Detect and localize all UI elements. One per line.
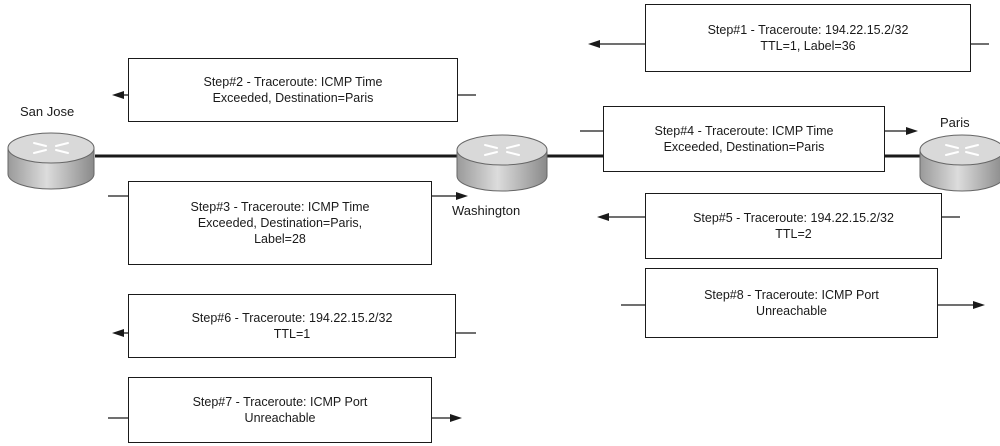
step1-box: Step#1 - Traceroute: 194.22.15.2/32 TTL=… <box>645 4 971 72</box>
router-label-san-jose: San Jose <box>20 104 75 119</box>
router-paris-icon <box>919 134 1000 192</box>
step8-line2: Unreachable <box>756 304 827 318</box>
step5-arrow <box>597 213 960 221</box>
step1-arrow <box>588 40 989 48</box>
step2-line2: Exceeded, Destination=Paris <box>212 91 374 105</box>
step2-arrow <box>112 91 476 99</box>
router-label-washington: Washington <box>452 203 521 218</box>
step2-line1: Step#2 - Traceroute: ICMP Time <box>203 75 383 89</box>
step4-arrow <box>580 127 918 135</box>
step1-line2: TTL=1, Label=36 <box>760 39 856 53</box>
step3-line2: Exceeded, Destination=Paris, <box>197 216 363 230</box>
step5-line2: TTL=2 <box>775 227 812 241</box>
router-san-jose-icon <box>7 132 95 190</box>
step5-line1: Step#5 - Traceroute: 194.22.15.2/32 <box>693 211 894 225</box>
step3-line3: Label=28 <box>254 232 306 246</box>
step8-box: Step#8 - Traceroute: ICMP Port Unreachab… <box>645 268 938 338</box>
step6-line2: TTL=1 <box>273 327 311 341</box>
step7-line2: Unreachable <box>244 411 316 425</box>
step6-box: Step#6 - Traceroute: 194.22.15.2/32 TTL=… <box>128 294 456 358</box>
step5-box: Step#5 - Traceroute: 194.22.15.2/32 TTL=… <box>645 193 942 259</box>
step4-line1: Step#4 - Traceroute: ICMP Time <box>654 124 834 138</box>
step8-line1: Step#8 - Traceroute: ICMP Port <box>704 288 879 302</box>
step4-line2: Exceeded, Destination=Paris <box>663 140 825 154</box>
step7-box: Step#7 - Traceroute: ICMP Port Unreachab… <box>128 377 432 443</box>
step6-arrow <box>112 329 476 337</box>
step6-line1: Step#6 - Traceroute: 194.22.15.2/32 <box>191 311 393 325</box>
step7-arrow <box>108 414 462 422</box>
step1-line1: Step#1 - Traceroute: 194.22.15.2/32 <box>707 23 909 37</box>
step3-arrow <box>108 192 468 200</box>
step3-line1: Step#3 - Traceroute: ICMP Time <box>190 200 370 214</box>
step2-box: Step#2 - Traceroute: ICMP Time Exceeded,… <box>128 58 458 122</box>
step8-arrow <box>621 301 985 309</box>
step3-box: Step#3 - Traceroute: ICMP Time Exceeded,… <box>128 181 432 265</box>
step7-line1: Step#7 - Traceroute: ICMP Port <box>192 395 368 409</box>
router-washington-icon <box>456 134 548 192</box>
router-label-paris: Paris <box>940 115 970 130</box>
step4-box: Step#4 - Traceroute: ICMP Time Exceeded,… <box>603 106 885 172</box>
